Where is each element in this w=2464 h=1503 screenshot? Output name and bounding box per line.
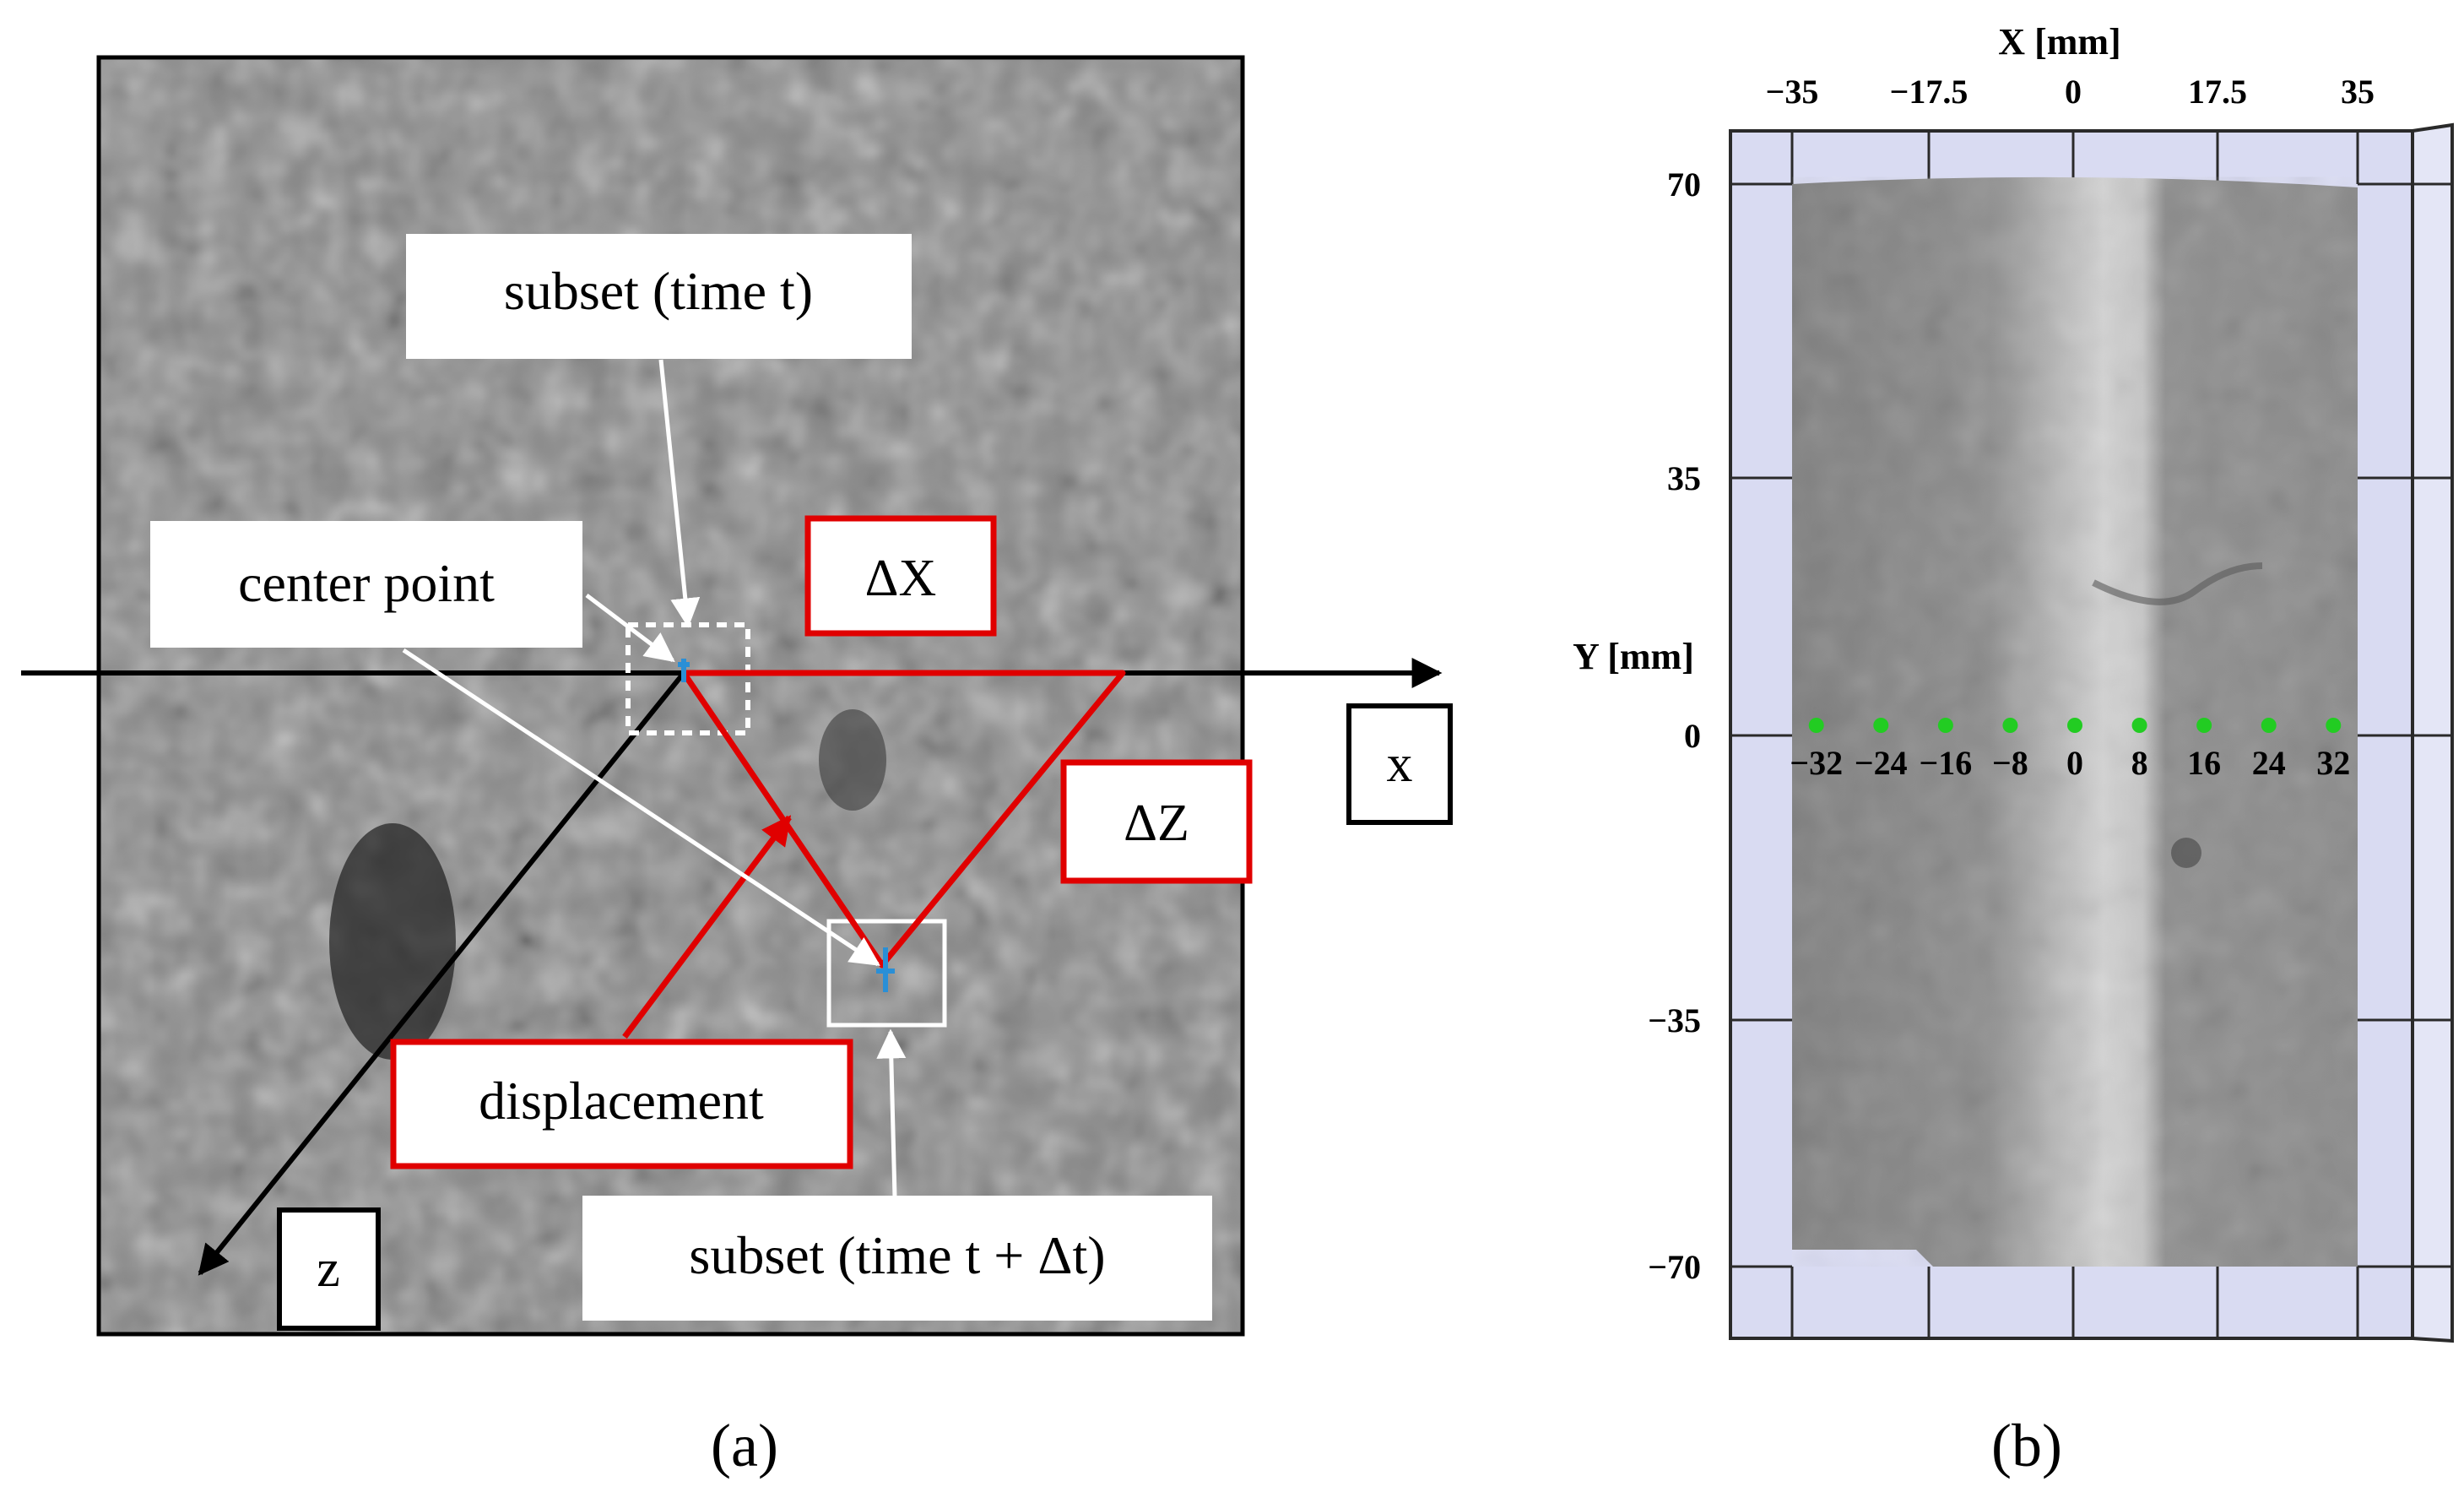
z-axis-arrow <box>198 671 686 1276</box>
y-tick-label: 35 <box>1667 459 1701 497</box>
image-border <box>96 55 1245 1337</box>
label-box-delta-z <box>1060 759 1253 884</box>
measurement-point-label: −32 <box>1790 744 1843 782</box>
x-tick-label: 17.5 <box>2188 73 2247 111</box>
x-tick-label: 35 <box>2341 73 2375 111</box>
measurement-point-label: −24 <box>1855 744 1908 782</box>
measurement-point <box>1808 718 1824 733</box>
measurement-point <box>2326 718 2342 733</box>
leader-center-point-2 <box>402 648 880 967</box>
x-tick-label: −17.5 <box>1890 73 1968 111</box>
measurement-point <box>2067 718 2082 733</box>
x-axis-label: X [mm] <box>1998 21 2120 62</box>
y-axis-label: Y [mm] <box>1573 636 1694 677</box>
dark-speckle-blob <box>819 709 886 811</box>
measurement-point <box>2131 718 2147 733</box>
frame-side <box>2411 122 2454 1343</box>
measurement-points <box>1808 718 2342 733</box>
label-box-displacement <box>390 1039 853 1169</box>
y-tick-label: 70 <box>1667 165 1701 203</box>
leader-subset-t <box>658 359 701 628</box>
label-center-point: center point <box>238 553 495 613</box>
surface-crease <box>2092 562 2263 605</box>
label-box-center-point <box>150 521 582 648</box>
measurement-point <box>1937 718 1953 733</box>
y-tick-labels: 70 35 0 −35 −70 <box>1648 165 1701 1286</box>
measurement-point <box>2196 718 2212 733</box>
label-axis-z: z <box>317 1240 340 1298</box>
label-subset-t: subset (time t) <box>504 261 813 321</box>
y-tick-label: 0 <box>1684 717 1701 755</box>
measurement-point <box>1873 718 1889 733</box>
frame-grid <box>1730 131 2452 1338</box>
measurement-point-labels: −32 −24 −16 −8 0 8 16 24 32 <box>1790 744 2350 782</box>
measurement-point-label: −8 <box>1992 744 2028 782</box>
measurement-point-label: 16 <box>2187 744 2221 782</box>
measurement-point-label: 24 <box>2252 744 2286 782</box>
leader-center-point-1 <box>585 594 675 663</box>
measurement-point-label: 32 <box>2316 744 2350 782</box>
label-subset-t-dt: subset (time t + Δt) <box>689 1225 1105 1285</box>
caption-a: (a) <box>711 1412 778 1479</box>
measurement-point <box>2002 718 2018 733</box>
label-box-axis-x <box>1346 703 1453 825</box>
label-axis-x: x <box>1387 735 1413 793</box>
center-marker-t-dt <box>876 947 895 992</box>
displacement-arrow <box>622 815 792 1039</box>
label-displacement: displacement <box>479 1071 764 1131</box>
label-box-subset-t-dt <box>582 1196 1212 1321</box>
surface-defect <box>2171 838 2201 868</box>
caption-b: (b) <box>1991 1412 2062 1479</box>
label-box-subset-t <box>406 234 912 359</box>
measurement-point-label: 8 <box>2131 744 2148 782</box>
measurement-point-label: 0 <box>2066 744 2083 782</box>
subset-t-dt-box <box>826 919 947 1028</box>
panel-a: subset (time t) center point ΔX x ΔZ dis… <box>21 55 1453 1479</box>
x-tick-label: −35 <box>1766 73 1819 111</box>
measurement-point <box>2261 718 2277 733</box>
y-tick-label: −70 <box>1648 1248 1701 1286</box>
center-marker-t <box>678 659 690 682</box>
x-tick-label: 0 <box>2065 73 2082 111</box>
dark-speckle-blob <box>329 823 456 1060</box>
label-box-delta-x <box>804 515 997 637</box>
label-box-axis-z <box>277 1207 381 1331</box>
x-tick-labels: −35 −17.5 0 17.5 35 <box>1766 73 2375 111</box>
label-delta-x: ΔX <box>865 550 937 607</box>
label-delta-z: ΔZ <box>1124 795 1189 852</box>
panel-b: X [mm] Y [mm] −35 −17.5 0 17.5 35 70 35 0 −35 −7… <box>1573 21 2454 1479</box>
y-tick-label: −35 <box>1648 1001 1701 1039</box>
measurement-point-label: −16 <box>1919 744 1972 782</box>
leader-subset-t-dt <box>876 1028 907 1198</box>
